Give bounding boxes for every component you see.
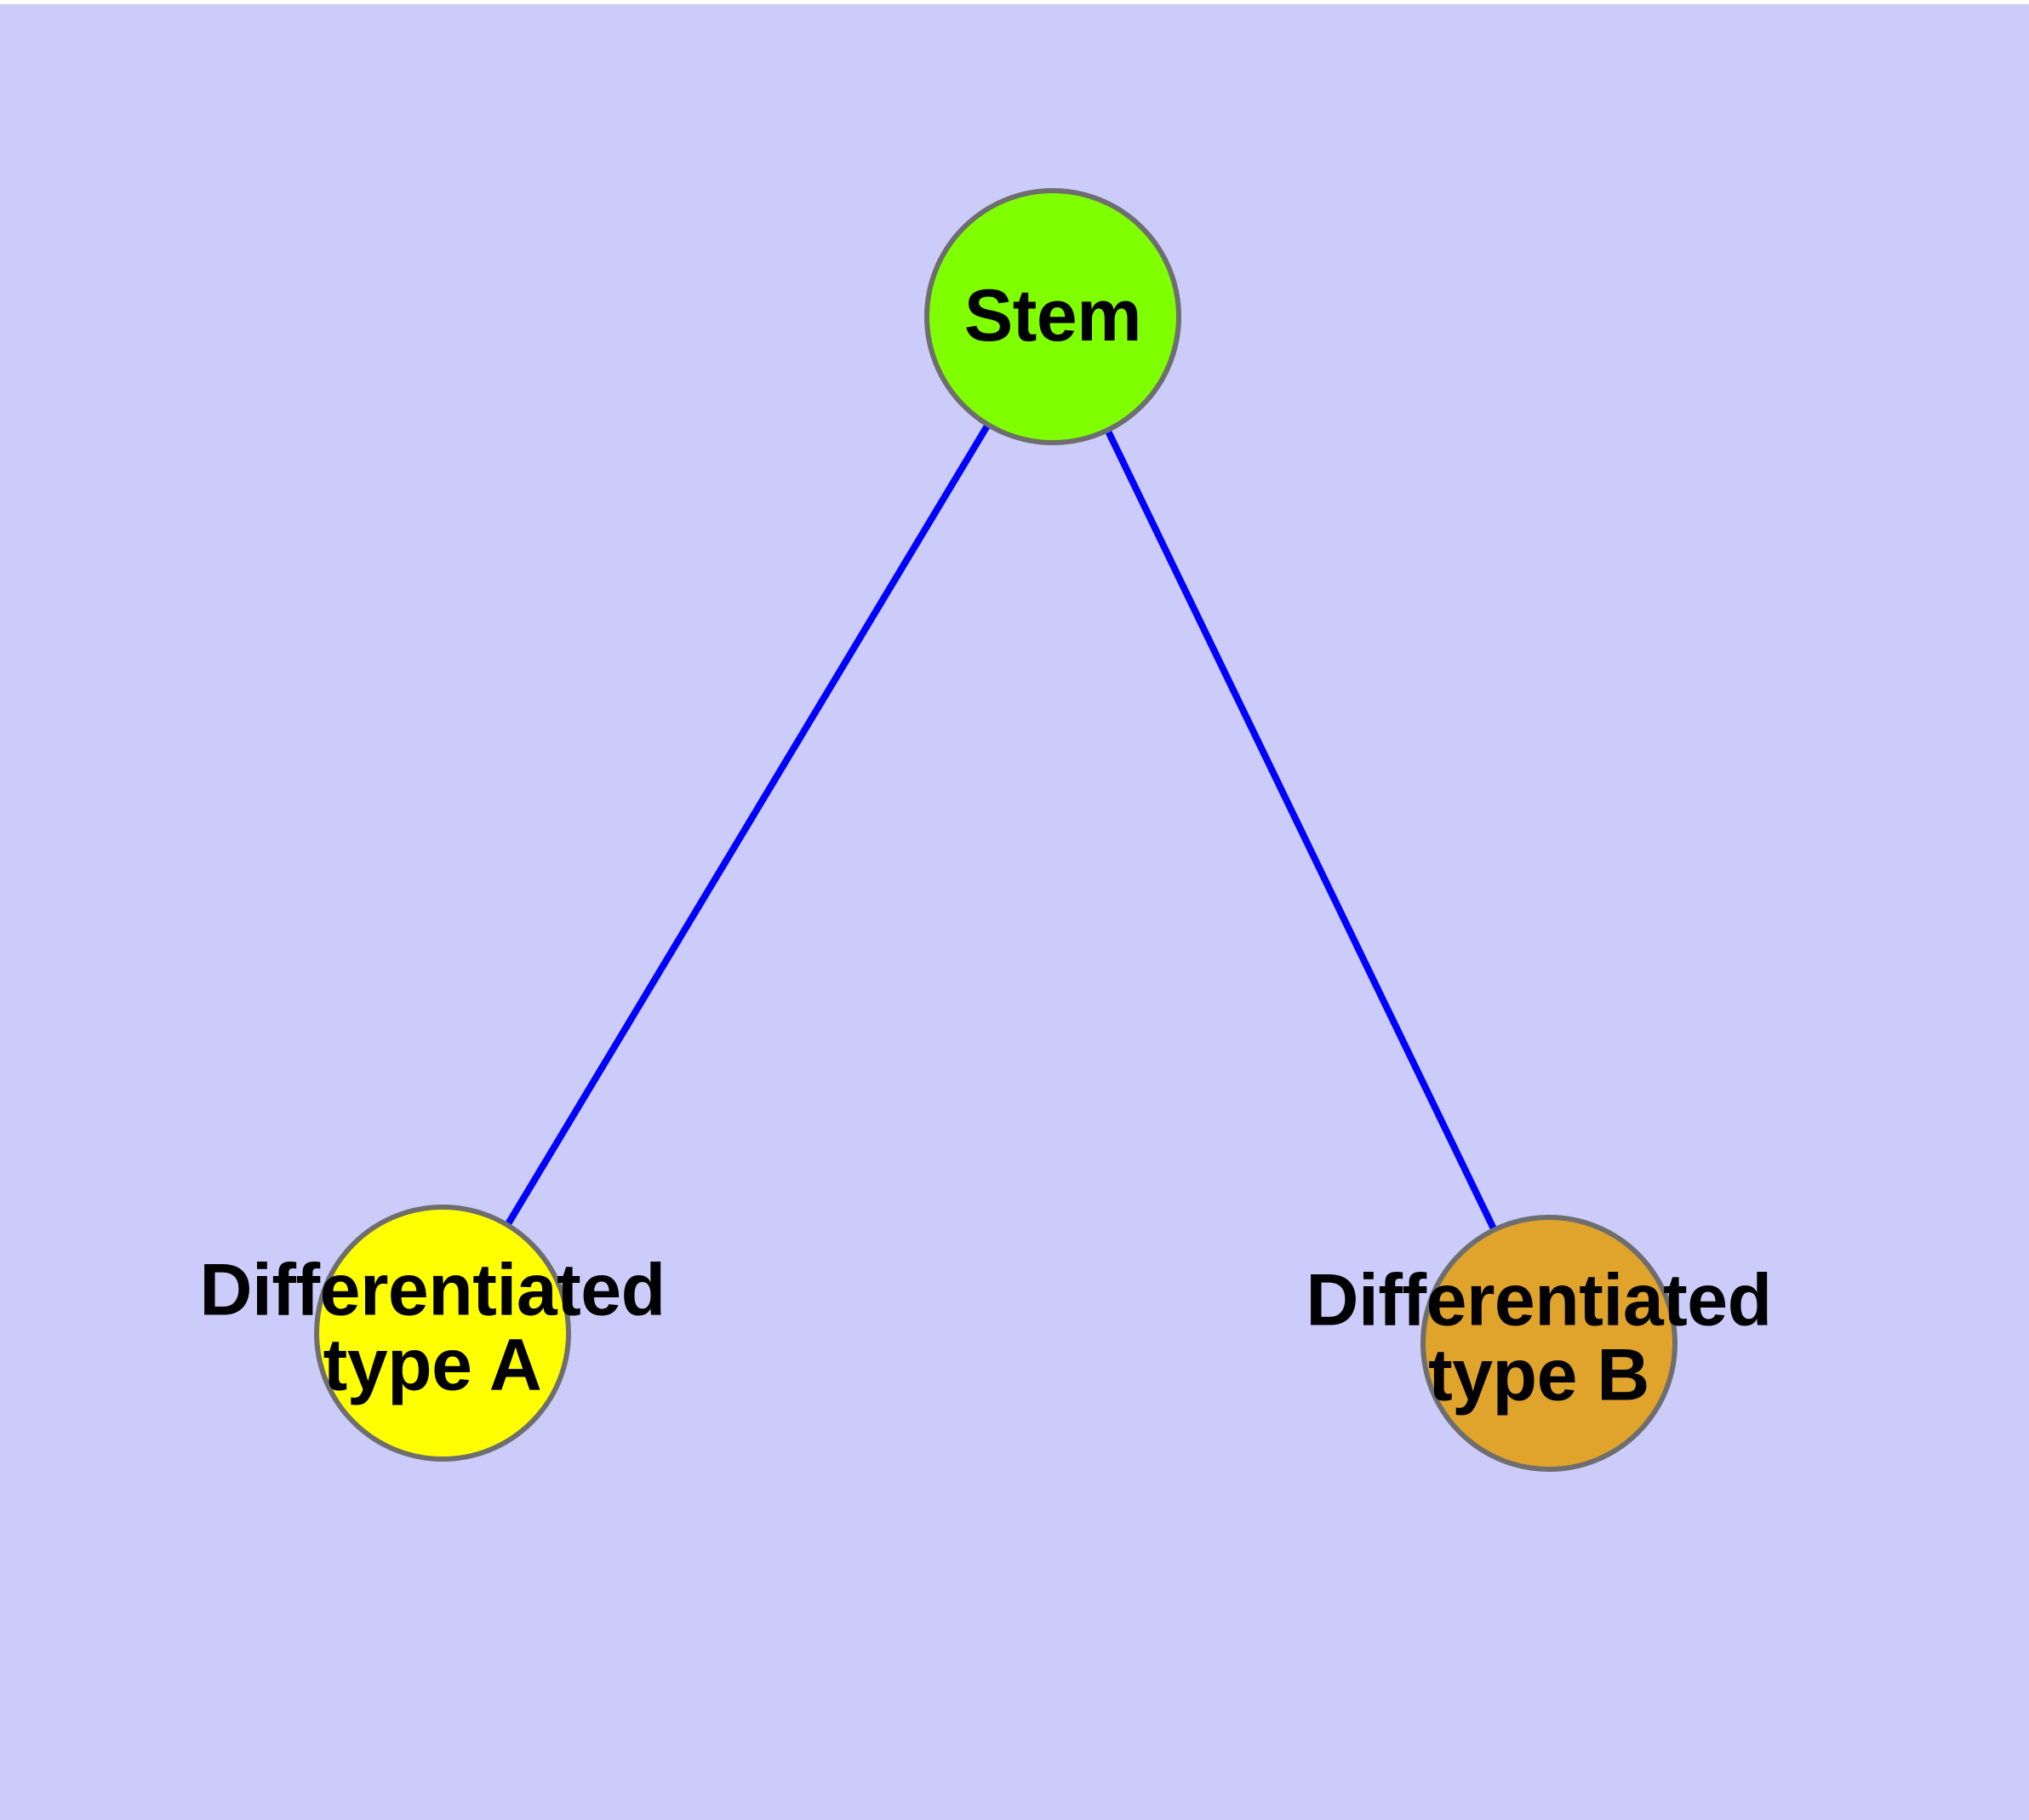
node-diff-a[interactable] — [314, 1205, 571, 1462]
edge-stem-to-diff-a[interactable] — [439, 314, 1056, 1336]
node-layer — [314, 188, 1677, 1472]
node-diff-b[interactable] — [1420, 1215, 1677, 1472]
edge-layer — [439, 314, 1552, 1345]
node-stem[interactable] — [924, 188, 1181, 445]
edge-stem-to-diff-b[interactable] — [1049, 315, 1552, 1345]
